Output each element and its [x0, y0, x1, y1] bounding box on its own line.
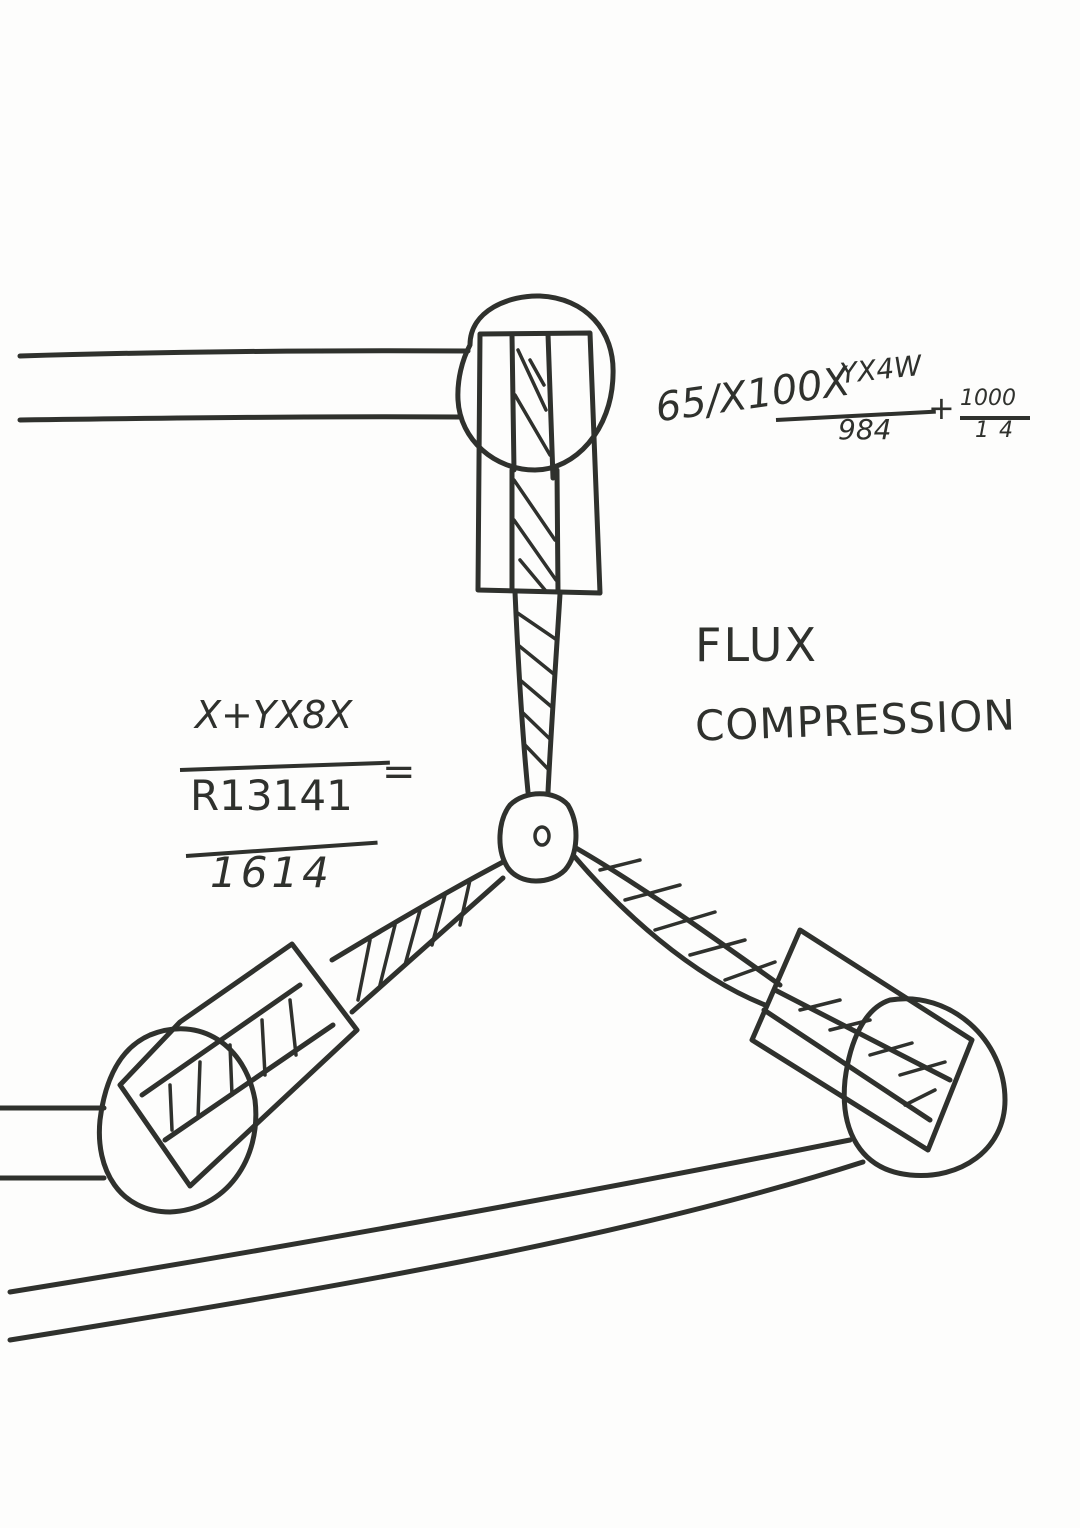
left-arm: [0, 859, 506, 1215]
top-wire: [17, 348, 471, 423]
top-formula-operator: +: [928, 389, 955, 427]
bottom-wire: [7, 1137, 866, 1343]
left-formula-line1: X+YX8X: [195, 693, 353, 737]
top-tube: [455, 293, 616, 795]
flux-label-line1: FLUX: [695, 618, 818, 672]
top-formula-fraction1-numerator: YX4W: [838, 348, 924, 391]
left-formula-line2: R13141: [190, 771, 353, 820]
top-formula-fraction2-numerator: 1000: [960, 386, 1016, 411]
central-hub: [497, 791, 579, 884]
flux-label-line2: COMPRESSION: [694, 690, 1017, 751]
top-formula-fraction2-bar: [960, 416, 1030, 420]
left-formula-equals: =: [382, 749, 416, 795]
left-formula-line3: 1614: [210, 848, 333, 897]
right-arm: [571, 845, 1008, 1179]
top-formula-fraction2-denominator: 14: [975, 418, 1023, 443]
top-formula-fraction1-denominator: 984: [838, 413, 892, 446]
